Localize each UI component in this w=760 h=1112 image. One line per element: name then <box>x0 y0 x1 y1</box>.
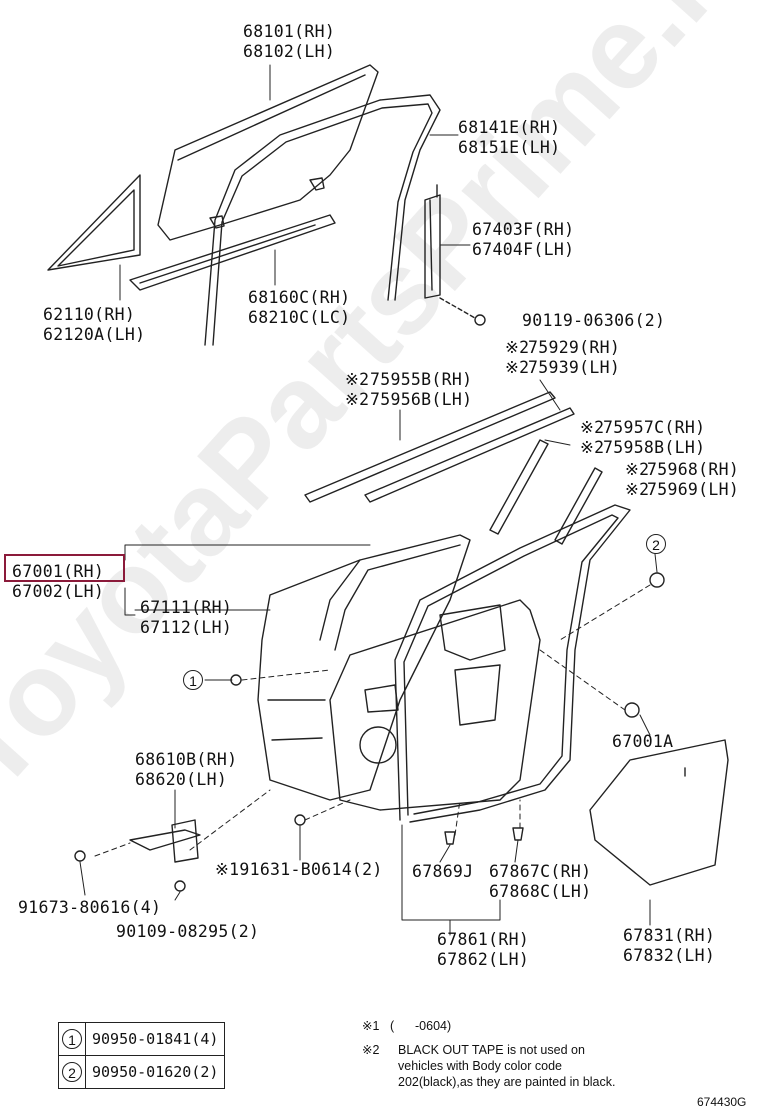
label-frame-trim: 67403F(RH) 67404F(LH) <box>472 220 575 259</box>
label-quarter-window: 62110(RH) 62120A(LH) <box>43 305 146 344</box>
tape-75955-shape <box>304 391 556 503</box>
label-door-panel: 67001(RH) 67002(LH) <box>12 562 105 601</box>
legend-circle-1: 1 <box>62 1029 82 1049</box>
note-2-text: BLACK OUT TAPE is not used on vehicles w… <box>398 1043 616 1089</box>
belt-weatherstrip-shape <box>129 214 336 291</box>
label-run-channel: 68141E(RH) 68151E(LH) <box>458 118 561 157</box>
dashed-leader-lines <box>94 584 651 857</box>
plug-2-shape <box>649 572 665 588</box>
legend-part-1: 90950-01841(4) <box>84 1022 226 1056</box>
ref-mark-75968: ※2 ※2 <box>625 460 650 499</box>
diagram-code: 674430G <box>697 1095 747 1109</box>
ref-mark-75955: ※2 ※2 <box>345 370 370 409</box>
run-channel-shape <box>204 94 441 346</box>
legend-table: 1 90950-01841(4) 2 90950-01620(2) <box>58 1022 226 1089</box>
tape-75929-shape <box>364 407 575 503</box>
label-check-assy: 68610B(RH) 68620(LH) <box>135 750 238 789</box>
note-1-text: ( -0604) <box>390 1019 452 1033</box>
label-clip-67869: 67869J <box>412 862 474 881</box>
label-bolt-91631: ※191631-B0614(2) <box>215 860 383 879</box>
label-bolt-frame: 90119-06306(2) <box>522 311 666 330</box>
circle-mark-1: 1 <box>183 670 203 690</box>
label-tape-75957: 75957C(RH) 75958B(LH) <box>603 418 706 457</box>
label-tape-75955: 75955B(RH) 75956B(LH) <box>370 370 473 409</box>
door-glass-shape <box>157 64 379 241</box>
label-glass: 68101(RH) 68102(LH) <box>243 22 336 61</box>
quarter-window-shape <box>47 174 141 271</box>
label-belt-weatherstrip: 68160C(RH) 68210C(LC) <box>248 288 351 327</box>
legend-row: 2 90950-01620(2) <box>58 1055 226 1089</box>
door-weatherstrip-shape <box>394 504 631 823</box>
tape-75968-shape <box>554 467 603 545</box>
note-1-mark: ※1 <box>362 1019 380 1033</box>
label-clip-67867: 67867C(RH) 67868C(LH) <box>489 862 592 901</box>
label-tape-75929: 75929(RH) 75939(LH) <box>528 338 621 377</box>
ref-mark-75929: ※2 ※2 <box>505 338 530 377</box>
label-door-weatherstrip: 67861(RH) 67862(LH) <box>437 930 530 969</box>
legend-part-2: 90950-01620(2) <box>84 1055 226 1089</box>
label-service-hole-cover: 67831(RH) 67832(LH) <box>623 926 716 965</box>
service-hole-cover-shape <box>589 739 729 886</box>
label-bolt-90109: 90109-08295(2) <box>116 922 260 941</box>
clip-67867-shape <box>512 827 524 841</box>
door-panel-shape <box>257 534 541 811</box>
note-2-mark: ※2 <box>362 1043 380 1057</box>
label-plug-67001a: 67001A <box>612 732 674 751</box>
frame-trim-shape <box>424 184 441 299</box>
highlight-box-door-panel <box>4 554 125 582</box>
label-door-seal: 67111(RH) 67112(LH) <box>140 598 233 637</box>
tape-75957-shape <box>489 439 549 535</box>
ref-mark-75957: ※2 ※2 <box>580 418 605 457</box>
leader-lines <box>79 64 658 936</box>
circle-mark-2: 2 <box>646 534 666 554</box>
label-tape-75968: 75968(RH) 75969(LH) <box>647 460 740 499</box>
clip-67869-shape <box>444 831 456 845</box>
label-bolt-91673: 91673-80616(4) <box>18 898 162 917</box>
legend-circle-2: 2 <box>62 1062 82 1082</box>
legend-row: 1 90950-01841(4) <box>58 1022 226 1056</box>
plug-67001a-shape <box>624 702 640 718</box>
